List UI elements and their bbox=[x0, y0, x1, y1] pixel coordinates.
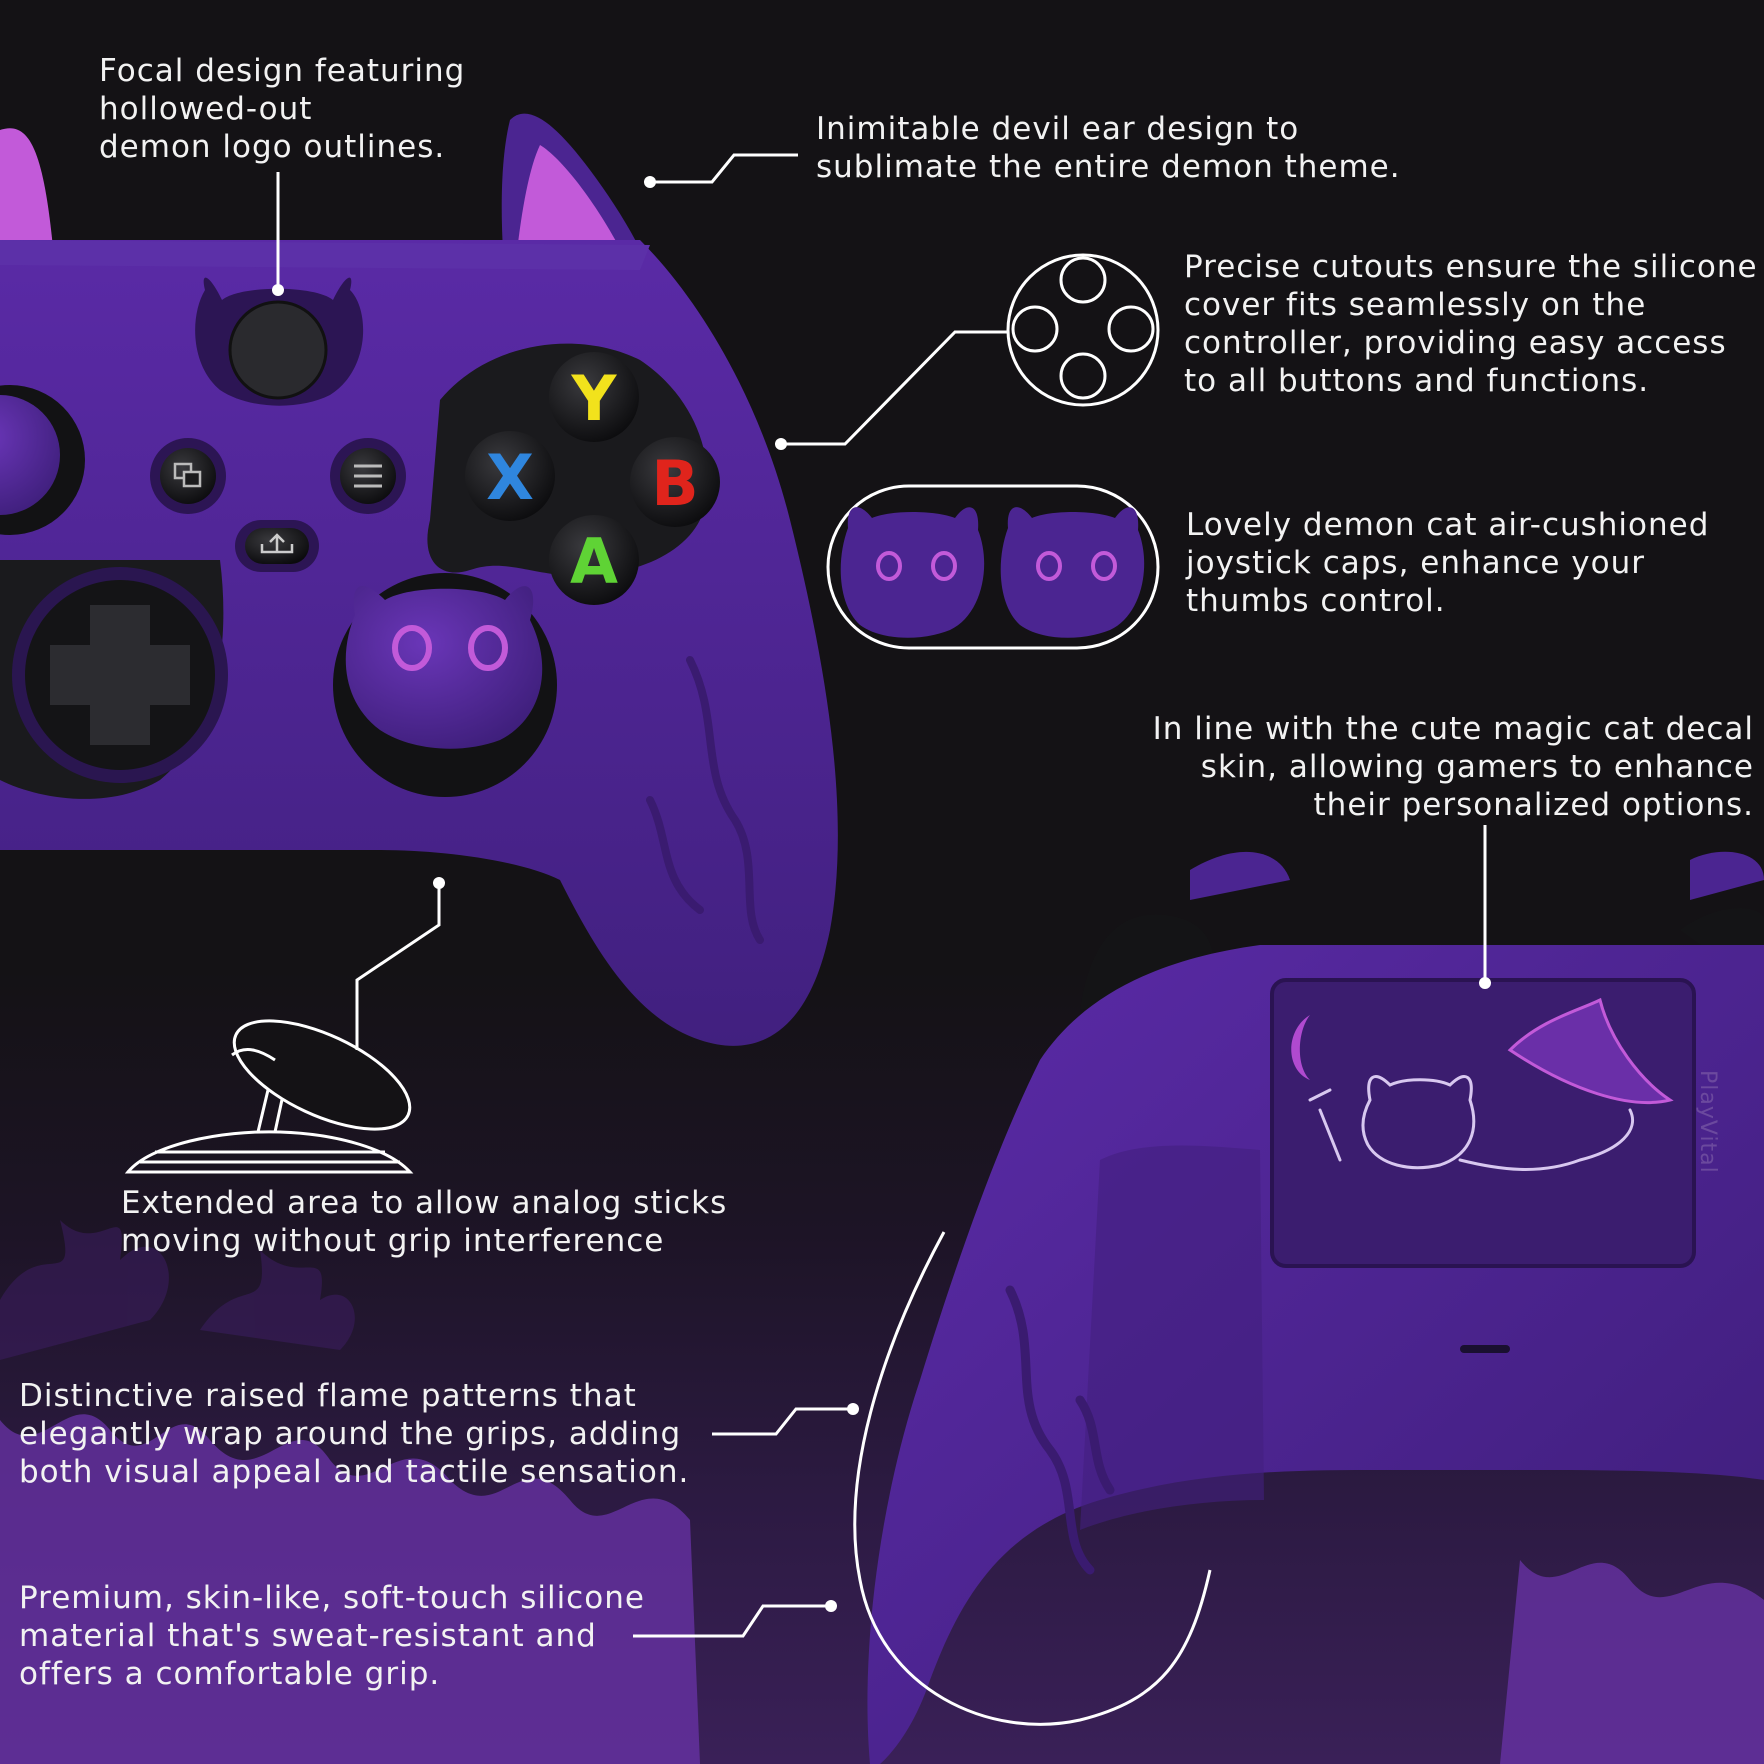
right-stick-cat-cap bbox=[333, 573, 557, 797]
wizard-hat-decal bbox=[1507, 997, 1674, 1104]
button-a-label: A bbox=[570, 525, 618, 598]
flame-background bbox=[0, 1414, 1764, 1764]
callout-flame-patterns: Distinctive raised flame patterns that e… bbox=[19, 1378, 690, 1490]
grip-flame-emboss bbox=[646, 656, 764, 944]
guide-button bbox=[228, 300, 328, 400]
button-b-label: B bbox=[651, 447, 698, 520]
cat-decal bbox=[1308, 1075, 1634, 1171]
decal-panel bbox=[1270, 978, 1696, 1268]
callout-cutouts: Precise cutouts ensure the silicone cove… bbox=[1184, 249, 1758, 399]
moon-decal bbox=[1291, 1015, 1310, 1080]
flame-background-faint bbox=[0, 1220, 355, 1360]
back-controller bbox=[867, 851, 1764, 1764]
callout-devil-ear: Inimitable devil ear design to sublimate… bbox=[816, 111, 1401, 185]
back-grip-flame-emboss bbox=[1005, 1285, 1115, 1575]
share-button[interactable] bbox=[235, 520, 319, 572]
callout-joystick-caps: Lovely demon cat air-cushioned joystick … bbox=[1186, 507, 1710, 619]
brand-mark: PlayVital bbox=[1695, 1070, 1720, 1174]
button-y-label: Y bbox=[571, 362, 618, 435]
menu-button[interactable] bbox=[330, 438, 406, 514]
view-button[interactable] bbox=[150, 438, 226, 514]
analog-stick-diagram bbox=[124, 1019, 414, 1174]
callout-focal-design: Focal design featuring hollowed-out demo… bbox=[99, 53, 466, 165]
left-devil-ear bbox=[0, 128, 55, 270]
dpad bbox=[50, 605, 190, 745]
callout-silicone-material: Premium, skin-like, soft-touch silicone … bbox=[19, 1580, 645, 1692]
button-cutouts-diagram bbox=[1006, 253, 1160, 407]
button-x-label: X bbox=[486, 441, 534, 514]
front-controller bbox=[0, 113, 838, 1046]
callout-extended-area: Extended area to allow analog sticks mov… bbox=[121, 1185, 728, 1259]
joystick-caps-inset bbox=[826, 484, 1160, 650]
leader-dots bbox=[272, 176, 1491, 1612]
grip-outline-arc bbox=[853, 1231, 1212, 1726]
leader-lines bbox=[276, 153, 1487, 1638]
callout-decal-skin: In line with the cute magic cat decal sk… bbox=[1152, 711, 1754, 823]
